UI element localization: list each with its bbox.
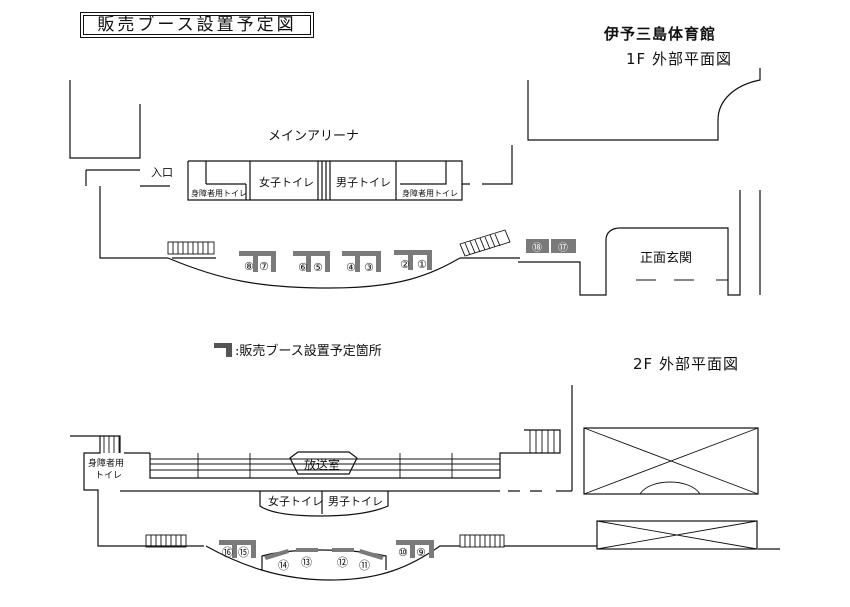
legend: :販売ブース設置予定箇所: [214, 340, 382, 359]
accessible-toilet-left-label: 身障者用トイレ: [191, 188, 247, 198]
booth-label: ⑮: [238, 546, 249, 559]
accessible-toilet-label-2f: トイレ: [95, 471, 122, 481]
booth-label: ⑬: [301, 556, 312, 569]
accessible-toilet-right-label: 身障者用トイレ: [402, 188, 458, 198]
stairs-2f-left-top: [103, 436, 120, 453]
womens-toilet-2f-label: 女子トイレ: [268, 494, 323, 508]
venue-name: 伊予三島体育館: [604, 25, 717, 43]
booth-legend-icon: [214, 342, 232, 357]
booth-label: ④: [346, 261, 356, 274]
floor1-label: 1F 外部平面図: [626, 50, 732, 68]
floor1-booths: [239, 239, 576, 272]
floor1-labels: メインアリーナ 入口 身障者用トイレ 女子トイレ 男子トイレ 身障者用トイレ 正…: [151, 129, 692, 274]
legend-text: :販売ブース設置予定箇所: [235, 344, 382, 359]
booth-label: ⑦: [259, 260, 269, 273]
stairs-1f-left: [167, 241, 215, 255]
booth-label: ⑩: [398, 546, 408, 559]
booth-label: ⑫: [337, 556, 348, 569]
mens-toilet-label: 男子トイレ: [336, 176, 391, 189]
floor2-label: 2F 外部平面図: [633, 355, 739, 373]
stairs-1f-right: [459, 229, 511, 257]
booth-label: ⑤: [313, 261, 323, 274]
booth-label: ⑥: [298, 261, 308, 274]
stairs-2f-right-bottom: [459, 534, 505, 548]
booth-label: ⑱: [532, 242, 542, 254]
floor2-walls: [70, 385, 780, 581]
booth-label: ③: [364, 261, 374, 274]
booth-label: ⑭: [278, 559, 289, 572]
main-arena-label: メインアリーナ: [268, 129, 359, 144]
booth-label: ⑪: [359, 559, 370, 572]
floor2-labels: 身障者用 トイレ 放送室 女子トイレ 男子トイレ ⑯ ⑮ ⑭ ⑬ ⑫ ⑪ ⑩ ⑨: [88, 457, 426, 572]
booth-label: ⑨: [416, 546, 426, 559]
womens-toilet-label: 女子トイレ: [259, 175, 314, 189]
floor2-booths: [219, 540, 434, 560]
booth-label: ②: [400, 258, 410, 271]
accessible-toilet-label-2f: 身障者用: [88, 457, 124, 469]
diagram-title: 販売ブース設置予定図: [80, 12, 314, 38]
booth-label: ⑧: [244, 260, 254, 273]
stairs-2f-left-bottom: [145, 534, 187, 548]
main-entrance-label: 正面玄関: [640, 251, 692, 266]
booth-label: ①: [417, 258, 427, 271]
stairs-2f-right-top: [524, 429, 561, 454]
broadcast-room-label: 放送室: [304, 457, 340, 472]
entrance-label: 入口: [151, 166, 173, 179]
booth-label: ⑰: [558, 242, 568, 254]
mens-toilet-2f-label: 男子トイレ: [328, 495, 383, 508]
booth-label: ⑯: [222, 546, 233, 559]
floor1-walls: [69, 68, 761, 296]
